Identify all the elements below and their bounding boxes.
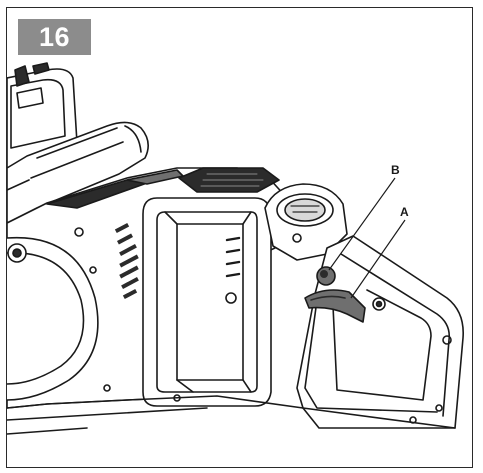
chainsaw-rear-handle-illustration: B A (7, 62, 464, 435)
callout-a-leader (350, 219, 406, 299)
vent-slots (114, 222, 139, 300)
rear-control-head (264, 183, 348, 261)
callout-b-leader (328, 177, 396, 271)
rear-d-handle (296, 235, 464, 429)
figure-number-badge: 16 (18, 19, 91, 55)
lock-off-button (316, 266, 336, 286)
bottom-chassis (7, 395, 304, 435)
trigger-switch (304, 289, 366, 323)
callout-b-label: B (391, 163, 400, 177)
callout-a-label: A (400, 205, 409, 219)
front-handle-bar (7, 121, 149, 224)
figure-frame: 16 (6, 7, 473, 468)
top-grip-ribs (178, 167, 280, 193)
